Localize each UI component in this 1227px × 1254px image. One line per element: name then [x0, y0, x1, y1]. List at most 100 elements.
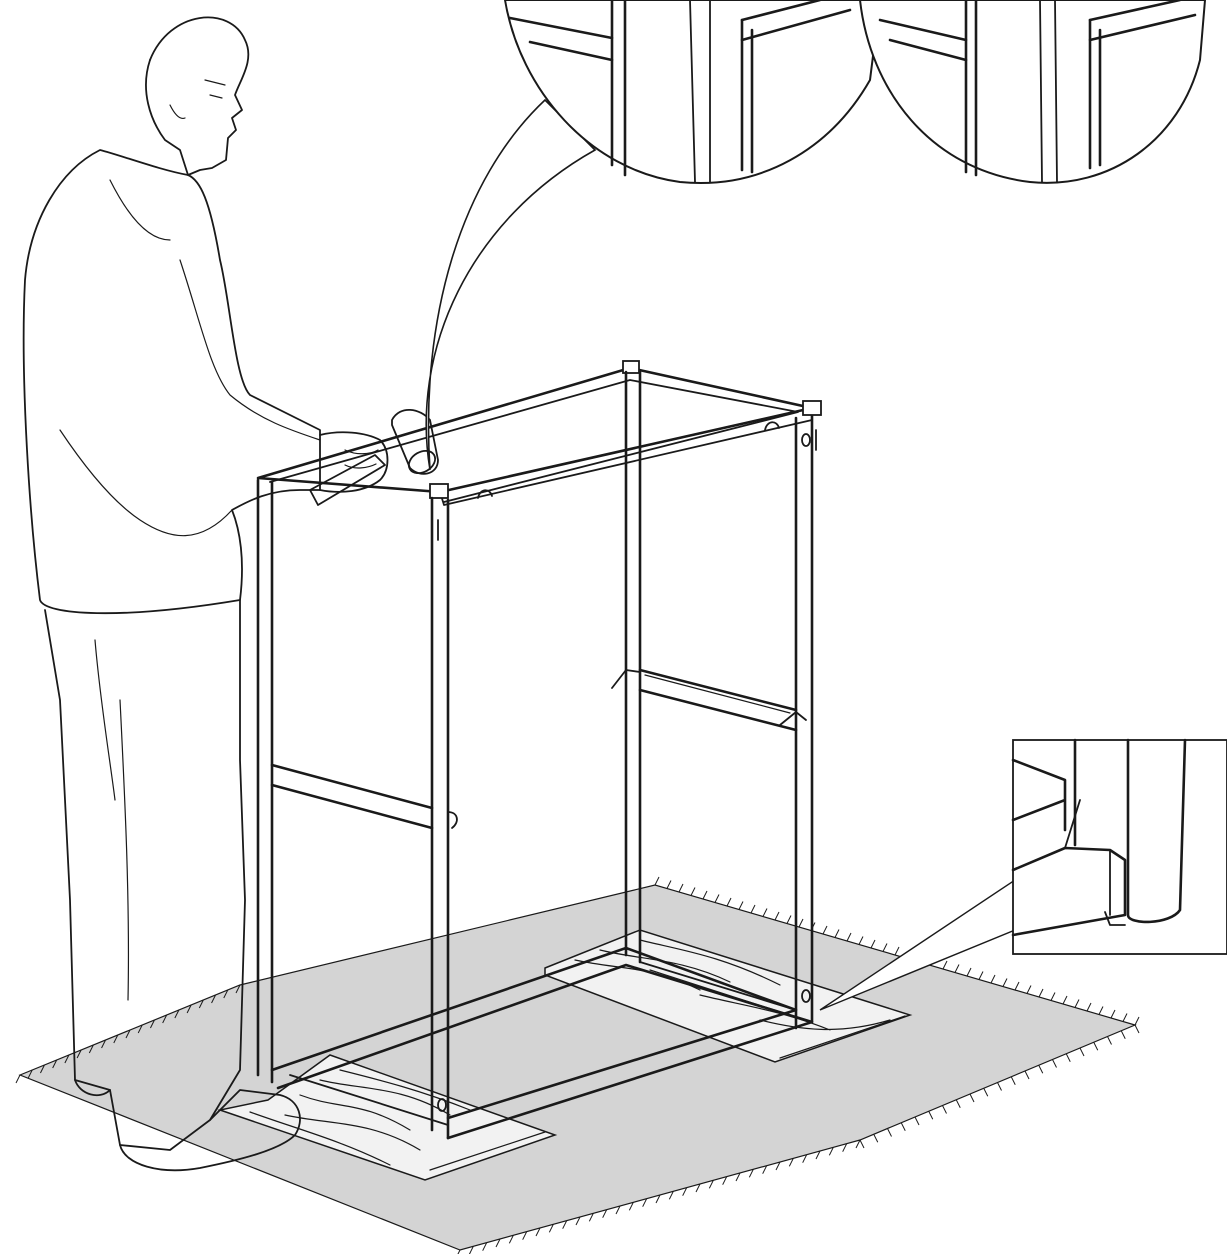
fringe-tick: [815, 1150, 821, 1160]
fringe-tick: [774, 911, 780, 921]
fringe-tick: [750, 904, 756, 914]
fringe-tick: [887, 1128, 892, 1137]
fringe-tick: [842, 1143, 848, 1152]
fringe-tick: [1010, 1076, 1016, 1085]
fringe-tick: [900, 1122, 906, 1131]
fringe-tick: [27, 1069, 33, 1079]
fringe-tick: [969, 1093, 975, 1103]
fringe-tick: [748, 1169, 754, 1178]
fringe-tick: [978, 971, 984, 980]
fringe-tick: [735, 1172, 741, 1182]
fringe-tick: [822, 925, 828, 935]
fringe-tick: [588, 1213, 594, 1222]
fringe-tick: [1050, 992, 1056, 1001]
fringe-tick: [1014, 981, 1020, 991]
fringe-tick: [954, 964, 960, 973]
detail-callout-top: [425, 0, 1207, 471]
fringe-tick: [942, 960, 948, 970]
fringe-tick: [628, 1202, 634, 1211]
fringe-tick: [1107, 1036, 1112, 1045]
fringe-tick: [125, 1029, 131, 1039]
fringe-tick: [535, 1227, 541, 1237]
fringe-tick: [966, 967, 972, 977]
fringe-tick: [508, 1235, 514, 1244]
fringe-tick: [914, 1116, 920, 1126]
fringe-tick: [682, 1187, 688, 1196]
fringe-tick: [775, 1161, 781, 1171]
fringe-tick: [708, 1180, 714, 1189]
fringe-tick: [1086, 1002, 1092, 1012]
fringe-tick: [162, 1014, 168, 1024]
fringe-tick: [894, 946, 900, 956]
fringe-tick: [714, 894, 720, 903]
fringe-tick: [1038, 988, 1044, 998]
fringe-tick: [1074, 999, 1080, 1008]
fringe-tick: [186, 1004, 192, 1014]
fringe-tick: [798, 918, 804, 928]
fringe-tick: [1120, 1030, 1126, 1039]
fringe-tick: [548, 1224, 554, 1233]
fringe-tick: [149, 1019, 155, 1029]
fringe-tick: [1002, 978, 1008, 987]
fringe-tick: [1024, 1070, 1030, 1080]
floor-sheet-fringe: [15, 876, 1140, 1254]
fringe-tick: [562, 1220, 568, 1229]
fringe-tick: [1026, 985, 1032, 994]
fringe-tick: [602, 1209, 608, 1218]
fringe-tick: [522, 1231, 528, 1240]
fringe-tick: [828, 1147, 834, 1156]
fringe-tick: [666, 880, 672, 889]
fringe-tick: [615, 1205, 621, 1215]
fringe-tick: [873, 1134, 879, 1143]
fringe-tick: [235, 984, 241, 994]
fringe-tick: [955, 1099, 961, 1108]
fringe-tick: [928, 1111, 934, 1120]
fringe-tick: [88, 1044, 94, 1054]
fringe-tick: [802, 1154, 808, 1163]
fringe-tick: [1038, 1065, 1044, 1074]
fringe-tick: [786, 915, 792, 924]
fringe-tick: [655, 1194, 661, 1204]
fringe-tick: [211, 994, 217, 1004]
fringe-tick: [39, 1064, 45, 1074]
fringe-tick: [101, 1039, 107, 1049]
fringe-tick: [942, 1105, 947, 1114]
fringe-tick: [468, 1246, 474, 1254]
fringe-tick: [1110, 1009, 1116, 1019]
fringe-tick: [642, 1198, 648, 1207]
fringe-tick: [1098, 1006, 1104, 1015]
fringe-tick: [1134, 1016, 1140, 1026]
floor-sheet: [15, 876, 1140, 1254]
fringe-tick: [846, 932, 852, 942]
fringe-tick: [174, 1009, 180, 1019]
fringe-tick: [1134, 1024, 1140, 1034]
fringe-tick: [834, 929, 840, 938]
fringe-tick: [1079, 1047, 1085, 1057]
fringe-tick: [722, 1176, 728, 1185]
fringe-tick: [198, 999, 204, 1009]
cabinet-frame: [256, 360, 822, 1140]
fringe-tick: [859, 1139, 865, 1149]
fringe-tick: [64, 1054, 70, 1064]
fringe-tick: [858, 936, 864, 945]
fringe-tick: [855, 1139, 861, 1149]
fringe-tick: [654, 876, 660, 886]
fringe-tick: [137, 1024, 143, 1034]
fringe-tick: [1065, 1053, 1071, 1062]
fringe-tick: [762, 1165, 768, 1174]
person-with-mallet: [22, 16, 439, 1172]
fringe-tick: [695, 1183, 701, 1193]
fringe-tick: [983, 1088, 989, 1097]
detail-callout-bottom: [819, 738, 1227, 1011]
fringe-tick: [223, 989, 229, 999]
fringe-tick: [1062, 995, 1068, 1005]
wood-board-front: [217, 1054, 558, 1181]
fringe-tick: [726, 897, 732, 907]
fringe-tick: [690, 887, 696, 896]
fringe-tick: [738, 901, 744, 910]
fringe-tick: [495, 1238, 501, 1248]
fringe-tick: [882, 943, 888, 952]
fringe-tick: [788, 1158, 794, 1167]
